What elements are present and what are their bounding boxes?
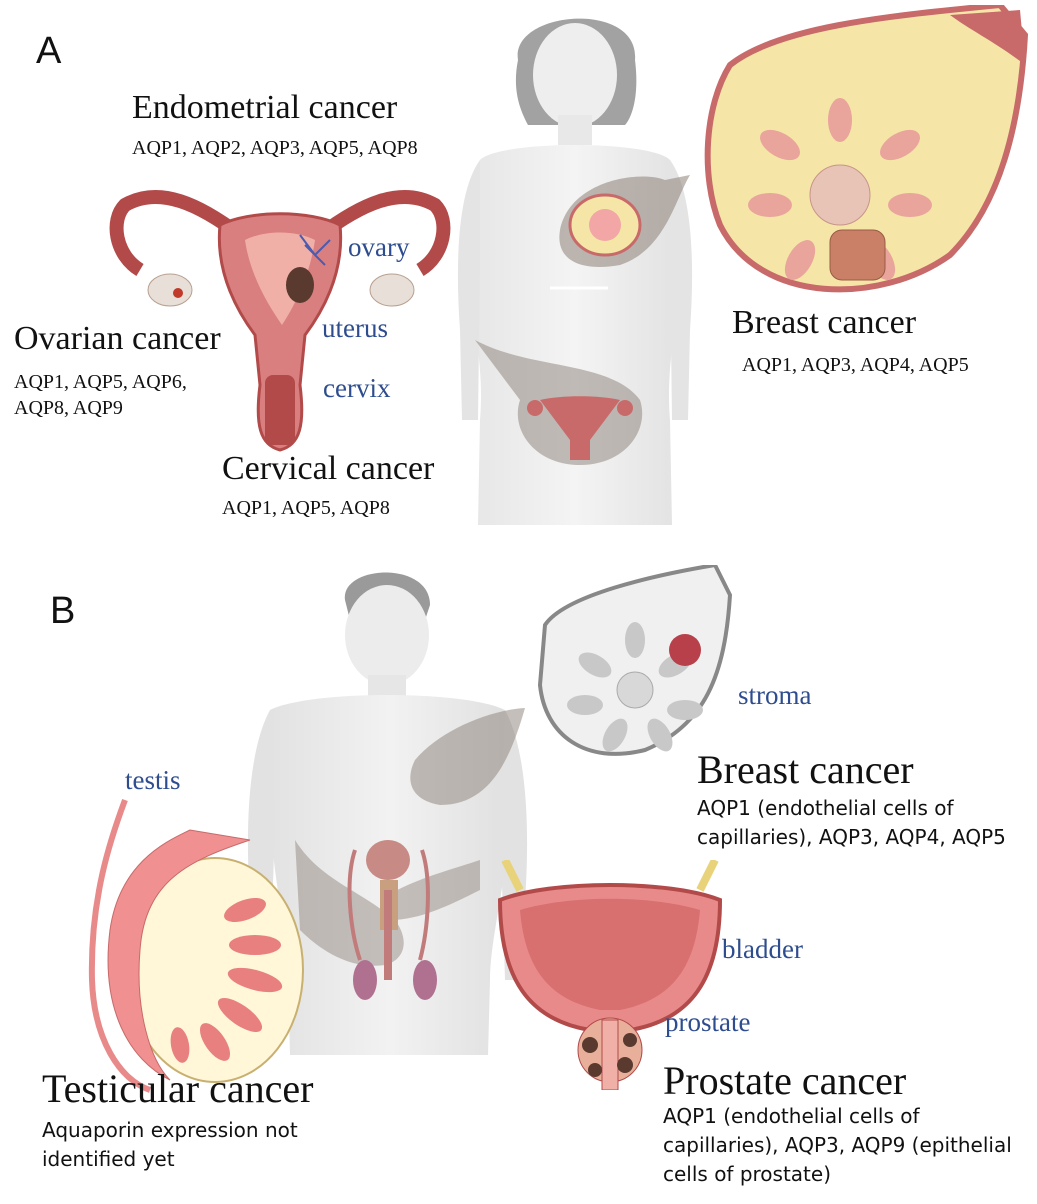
testis-label: testis xyxy=(125,765,181,796)
ovarian-aqp-list: AQP1, AQP5, AQP6, AQP8, AQP9 xyxy=(14,369,239,421)
cervix-label: cervix xyxy=(323,373,390,404)
stroma-label: stroma xyxy=(738,680,812,711)
female-breast-illustration xyxy=(700,5,1030,305)
endometrial-cancer-title: Endometrial cancer xyxy=(132,89,397,126)
ovarian-cancer-title: Ovarian cancer xyxy=(14,320,221,357)
ovary-label: ovary xyxy=(348,232,409,263)
uterus-label: uterus xyxy=(322,313,388,344)
prostate-aqp-list: AQP1 (endothelial cells of capillaries),… xyxy=(663,1102,1023,1189)
bladder-prostate-illustration xyxy=(490,860,730,1090)
testis-illustration xyxy=(50,780,310,1100)
breast-aqp-list-b: AQP1 (endothelial cells of capillaries),… xyxy=(697,794,1027,852)
breast-aqp-list-a: AQP1, AQP3, AQP4, AQP5 xyxy=(742,352,969,378)
bladder-label: bladder xyxy=(722,934,803,965)
breast-cancer-title-b: Breast cancer xyxy=(697,748,914,792)
testicular-cancer-title: Testicular cancer xyxy=(42,1067,313,1111)
male-breast-illustration xyxy=(535,565,735,765)
cervical-aqp-list: AQP1, AQP5, AQP8 xyxy=(222,495,390,521)
breast-cancer-title-a: Breast cancer xyxy=(732,304,916,341)
testicular-aqp-text: Aquaporin expression not identified yet xyxy=(42,1116,362,1174)
panel-a-letter: A xyxy=(36,30,61,73)
prostate-label: prostate xyxy=(665,1007,750,1038)
panel-b-letter: B xyxy=(50,590,75,633)
female-body-illustration xyxy=(440,0,710,525)
cervical-cancer-title: Cervical cancer xyxy=(222,450,434,487)
prostate-cancer-title: Prostate cancer xyxy=(663,1059,906,1103)
endometrial-aqp-list: AQP1, AQP2, AQP3, AQP5, AQP8 xyxy=(132,135,452,161)
